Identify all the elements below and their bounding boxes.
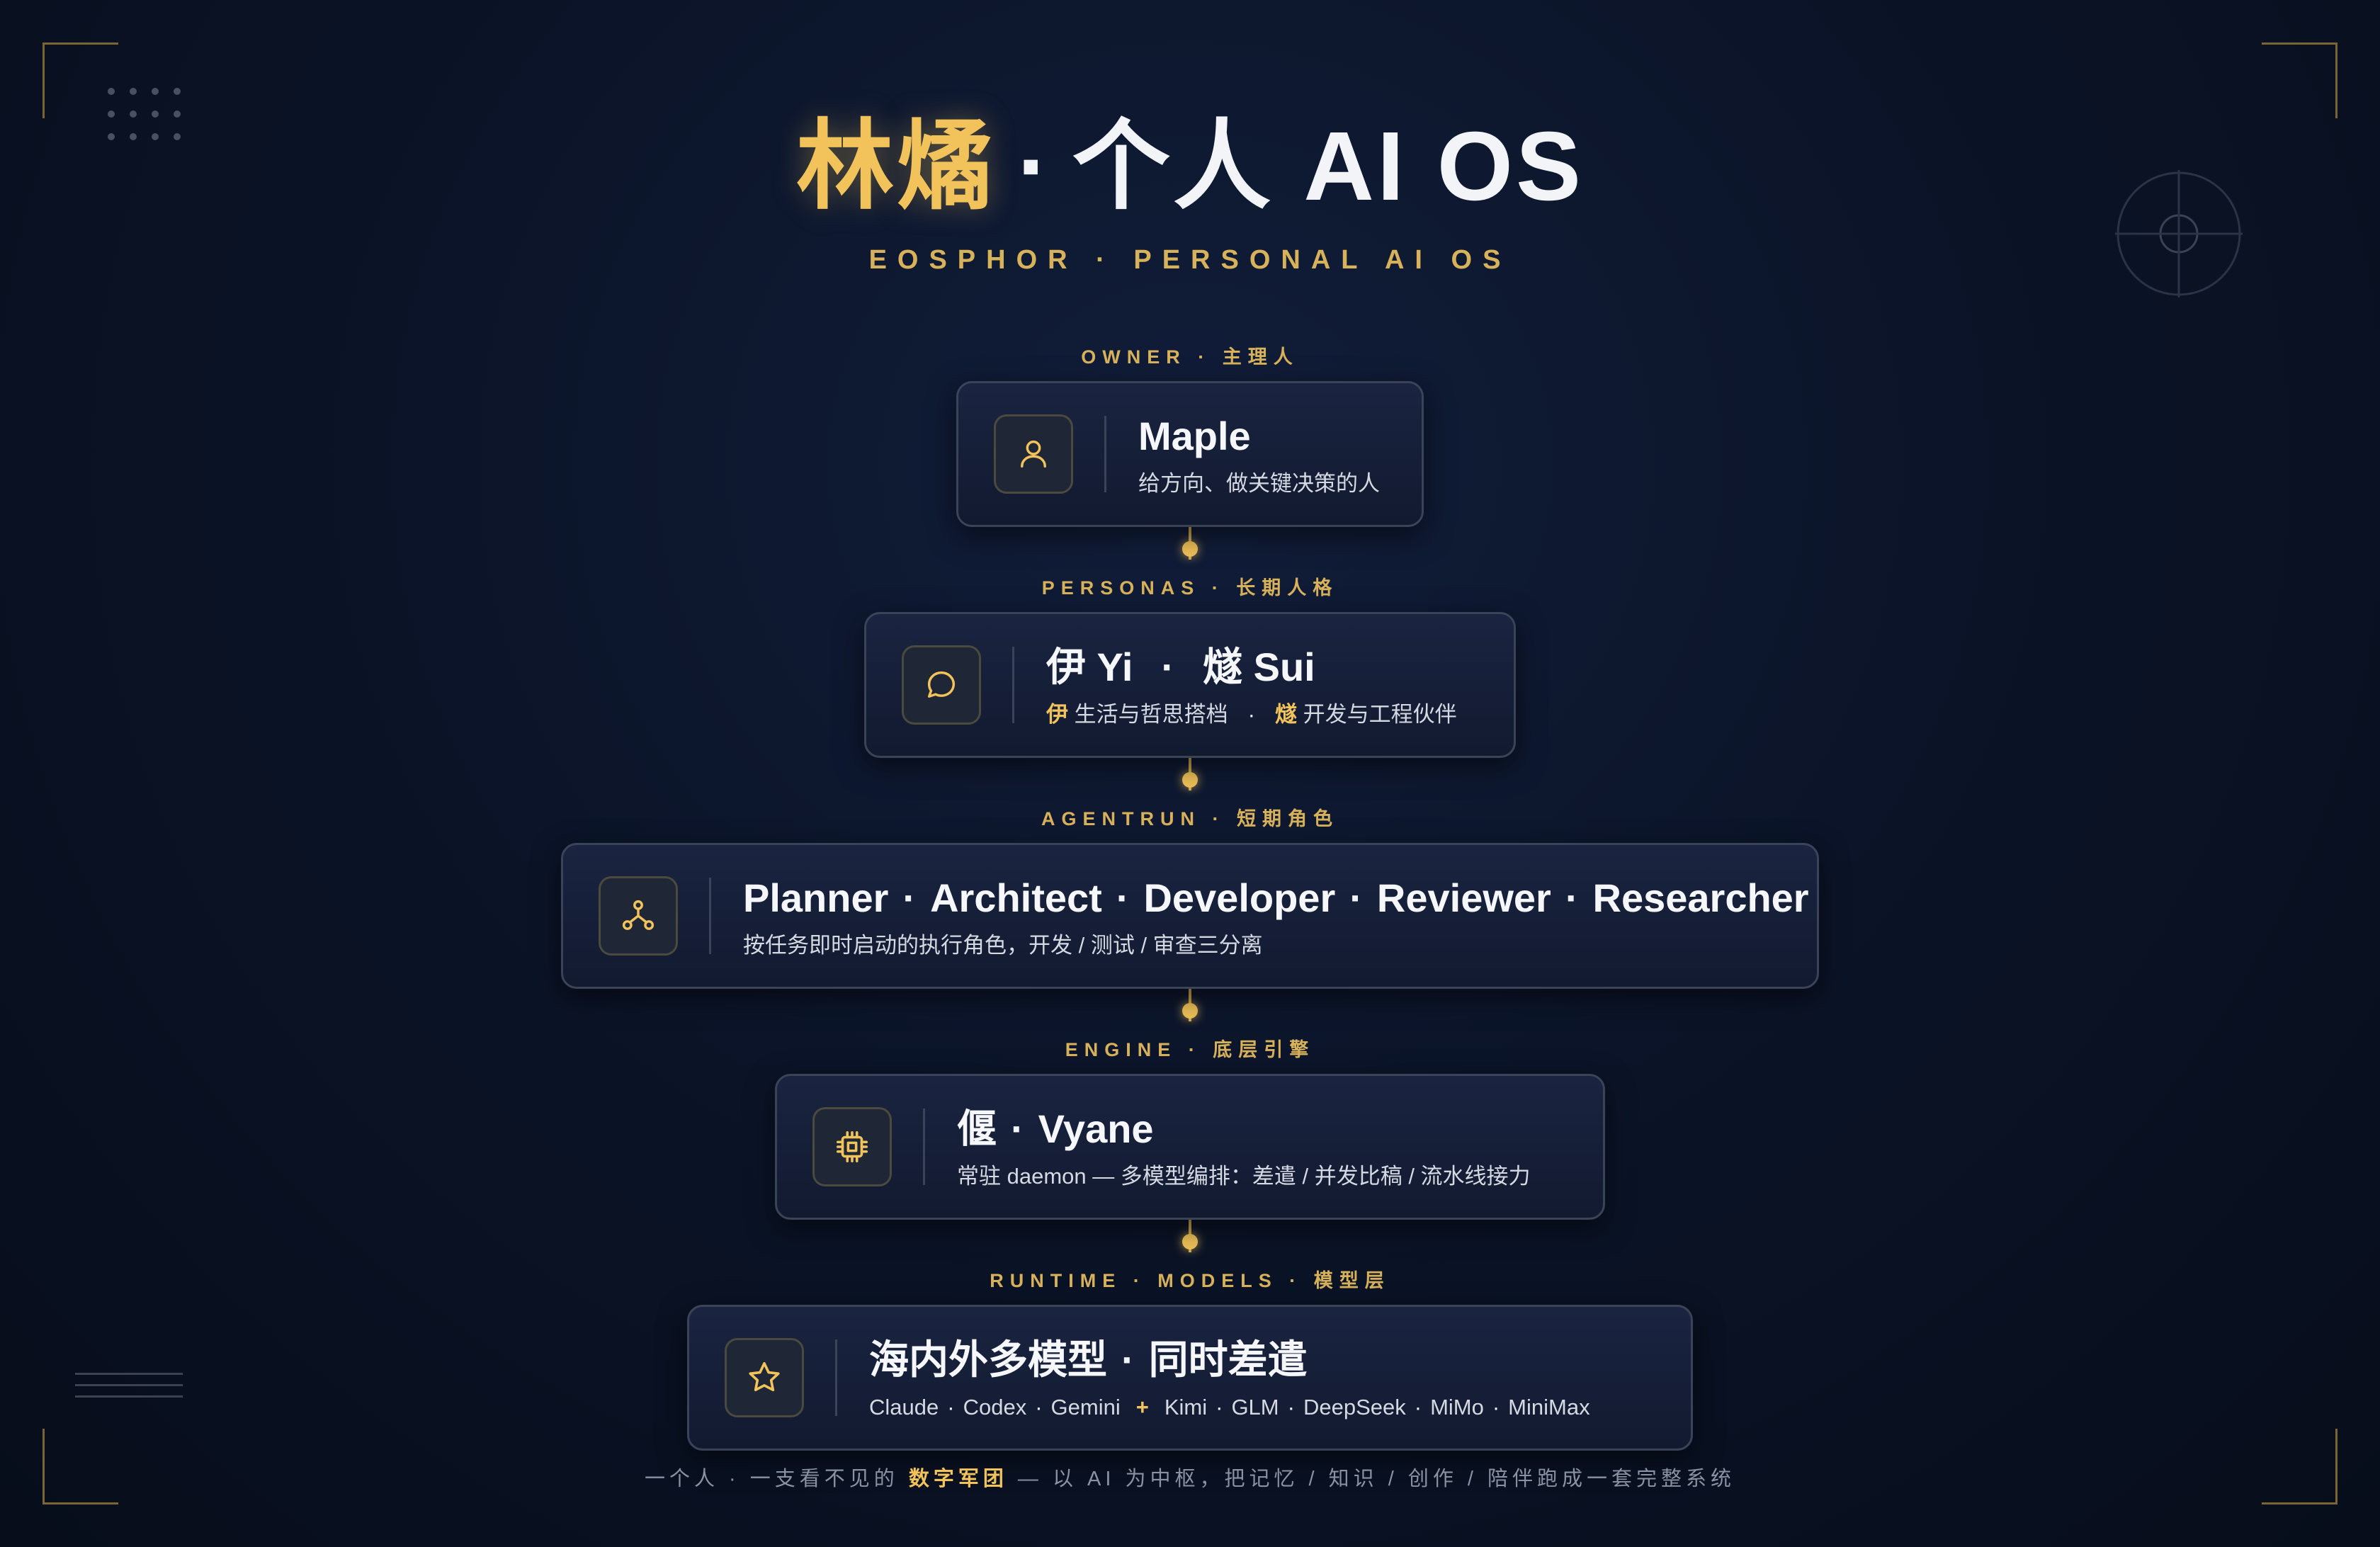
role-reviewer: Reviewer: [1376, 876, 1551, 920]
dot-grid-decoration: [108, 88, 181, 140]
layer-label-models: RUNTIME · MODELS · 模型层: [990, 1270, 1390, 1291]
personas-icon-box: [902, 645, 981, 725]
owner-name: Maple: [1138, 414, 1251, 458]
connector-node: [1182, 772, 1198, 788]
owner-card: Maple 给方向、做关键决策的人: [956, 381, 1424, 527]
owner-description: 给方向、做关键决策的人: [1138, 471, 1380, 496]
layer-label-agentrun: AGENTRUN · 短期角色: [1041, 808, 1339, 829]
cpu-chip-icon: [836, 1130, 868, 1163]
model-separator: ·: [947, 1395, 955, 1420]
engine-description: 常驻 daemon — 多模型编排：差遣 / 并发比稿 / 流水线接力: [957, 1164, 1531, 1189]
model-separator: ·: [1287, 1395, 1295, 1420]
model-minimax: MiniMax: [1508, 1395, 1590, 1420]
card-divider: [709, 878, 711, 954]
model-separator: ·: [1216, 1395, 1223, 1420]
models-title-sub: 同时差遣: [1148, 1337, 1308, 1382]
user-icon: [1021, 440, 1046, 468]
role-separator: ·: [902, 876, 917, 920]
model-kimi: Kimi: [1164, 1395, 1208, 1420]
footer-post: — 以 AI 为中枢，把记忆 / 知识 / 创作 / 陪伴跑成一套完整系统: [1017, 1468, 1735, 1490]
card-divider: [923, 1109, 925, 1185]
corner-bracket-bottom-right: [2262, 1429, 2338, 1504]
title-rest: 个人 AI OS: [1072, 112, 1585, 221]
connector-node: [1182, 1003, 1198, 1019]
corner-bracket-top-left: [42, 42, 118, 118]
models-card: 海内外多模型·同时差遣 Claude·Codex·Gemini+Kimi·GLM…: [687, 1305, 1693, 1451]
footer-tagline: 一个人 · 一支看不见的 数字军团 — 以 AI 为中枢，把记忆 / 知识 / …: [0, 1462, 2380, 1492]
title-separator: ·: [1161, 645, 1175, 689]
model-separator: ·: [1492, 1395, 1500, 1420]
agent-roles: Planner · Architect · Developer · Reviewer · Res…: [743, 873, 1809, 923]
chat-bubble-icon: [927, 671, 956, 698]
models-list: Claude · Codex · Gemini + Kimi · GLM · DeepSeek · Mi…: [869, 1393, 1590, 1422]
layer-label-personas: PERSONAS · 长期人格: [1041, 577, 1339, 599]
models-title: 海内外多模型 · 同时差遣: [869, 1335, 1308, 1385]
persona-sui-role: 开发与工程伙伴: [1303, 702, 1457, 727]
page-subtitle: EOSPHOR · PERSONAL AI OS: [868, 245, 1512, 275]
role-researcher: Researcher: [1592, 876, 1809, 920]
model-claude: Claude: [869, 1395, 939, 1420]
engine-icon-box: [812, 1107, 892, 1186]
card-divider: [835, 1339, 837, 1416]
corner-bracket-top-right: [2262, 42, 2338, 118]
desc-separator: ·: [1247, 702, 1255, 727]
title-separator: ·: [1121, 1337, 1135, 1382]
role-architect: Architect: [930, 876, 1102, 920]
engine-title: 偃 · Vyane: [957, 1104, 1154, 1154]
line-stack-decoration: [75, 1373, 183, 1407]
model-codex: Codex: [963, 1395, 1027, 1420]
model-mimo: MiMo: [1430, 1395, 1484, 1420]
persona-yi-role: 生活与哲思搭档: [1074, 702, 1228, 727]
title-dot: ·: [1016, 112, 1053, 221]
engine-cn-name: 偃: [957, 1106, 997, 1151]
role-separator: ·: [1349, 876, 1363, 920]
layer-label-engine: ENGINE · 底层引擎: [1065, 1039, 1315, 1060]
layer-label-owner: OWNER · 主理人: [1081, 346, 1299, 368]
agentrun-icon-box: [599, 876, 678, 956]
connector-node: [1182, 1234, 1198, 1250]
network-nodes-icon: [622, 900, 654, 930]
engine-card: 偃 · Vyane 常驻 daemon — 多模型编排：差遣 / 并发比稿 / 流水…: [775, 1074, 1605, 1220]
owner-icon-box: [994, 414, 1073, 494]
plus-sign: +: [1135, 1395, 1149, 1420]
role-planner: Planner: [743, 876, 889, 920]
model-deepseek: DeepSeek: [1303, 1395, 1406, 1420]
engine-name: Vyane: [1038, 1106, 1154, 1151]
personas-description: 伊 生活与哲思搭档 · 燧 开发与工程伙伴: [1046, 701, 1457, 729]
models-icon-box: [725, 1338, 804, 1417]
personas-title: 伊 Yi · 燧 Sui: [1046, 642, 1315, 692]
model-separator: ·: [1414, 1395, 1422, 1420]
corner-bracket-bottom-left: [42, 1429, 118, 1504]
card-divider: [1012, 647, 1014, 723]
crosshair-target-icon: [2115, 170, 2243, 298]
personas-card: 伊 Yi · 燧 Sui 伊 生活与哲思搭档 · 燧 开发与工程伙伴: [864, 612, 1516, 758]
persona-yi-name: 伊 Yi: [1046, 645, 1133, 689]
persona-yi-mark: 伊: [1046, 702, 1068, 727]
card-divider: [1104, 416, 1106, 492]
role-developer: Developer: [1143, 876, 1336, 920]
models-title-main: 海内外多模型: [869, 1337, 1107, 1382]
title-name: 林燏: [795, 112, 997, 221]
star-icon: [749, 1361, 780, 1392]
footer-highlight: 数字军团: [908, 1468, 1008, 1490]
title-separator: ·: [1011, 1106, 1024, 1151]
page-title: 林燏·个人 AI OS: [0, 113, 2380, 220]
agentrun-card: Planner · Architect · Developer · Reviewer · Res…: [561, 843, 1819, 989]
model-gemini: Gemini: [1050, 1395, 1121, 1420]
agentrun-description: 按任务即时启动的执行角色，开发 / 测试 / 审查三分离: [743, 933, 1263, 958]
persona-sui-mark: 燧: [1274, 702, 1297, 727]
persona-sui-name: 燧 Sui: [1203, 645, 1315, 689]
role-separator: ·: [1565, 876, 1579, 920]
model-glm: GLM: [1231, 1395, 1279, 1420]
model-separator: ·: [1035, 1395, 1043, 1420]
connector-node: [1182, 541, 1198, 557]
role-separator: ·: [1116, 876, 1130, 920]
footer-pre: 一个人 · 一支看不见的: [644, 1468, 899, 1490]
